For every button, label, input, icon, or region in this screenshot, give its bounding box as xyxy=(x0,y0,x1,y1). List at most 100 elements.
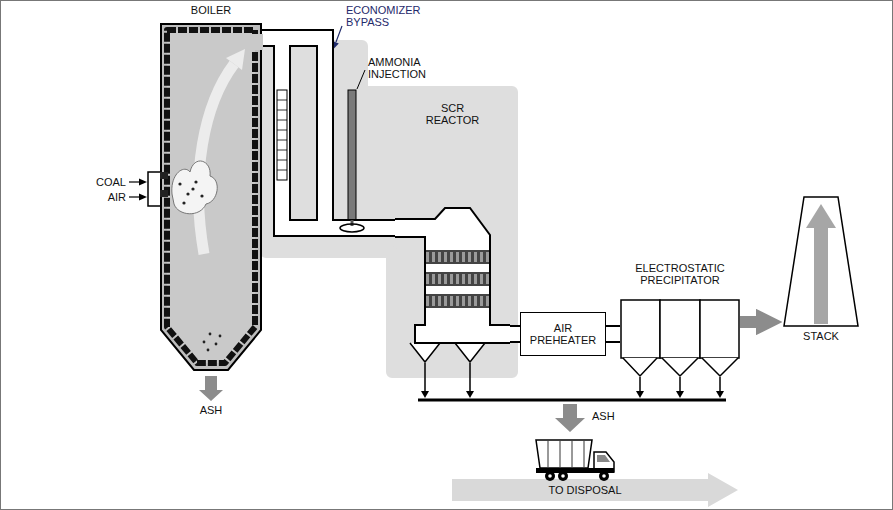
arrowhead xyxy=(333,41,339,49)
node-label: ELECTROSTATIC PRECIPITATOR xyxy=(635,262,724,286)
ash-drop xyxy=(424,363,426,392)
ash-conveyor xyxy=(418,399,726,402)
ammonia-injection-grid xyxy=(340,224,364,232)
precipitator-field xyxy=(700,300,739,358)
duct-interior xyxy=(510,327,520,341)
ash-drop xyxy=(679,377,681,392)
boiler-ash-arrow xyxy=(199,376,223,401)
ash-drop xyxy=(469,363,471,392)
precipitator-field xyxy=(621,300,660,358)
reactor-body xyxy=(395,208,510,343)
truck-wheel xyxy=(558,471,568,481)
coal-particle xyxy=(194,180,197,183)
ash-label: ASH xyxy=(592,410,615,422)
arrowhead xyxy=(421,391,429,398)
stack-shell xyxy=(784,197,858,326)
ammonia-pipe-stub xyxy=(351,220,354,226)
ash-drop-heads xyxy=(421,391,724,398)
wheel-hub xyxy=(602,474,606,478)
scr-reactor: SCR REACTOR xyxy=(395,100,510,350)
flue-gas-arrow xyxy=(806,204,836,324)
catalyst-layer xyxy=(426,294,489,308)
feed-arrow xyxy=(129,181,140,182)
flue-duct xyxy=(606,325,620,343)
node-label: SCR REACTOR xyxy=(426,102,480,126)
ammonia-pipe xyxy=(348,90,356,220)
connectors xyxy=(262,38,756,334)
reactor-wall xyxy=(395,208,510,343)
wheel-hub xyxy=(548,474,552,478)
coal-particle xyxy=(182,201,185,204)
coal-particle xyxy=(200,194,203,197)
arrowhead xyxy=(636,391,644,398)
bypass-duct-interior xyxy=(282,38,325,228)
catalyst-cells xyxy=(426,296,489,306)
flue-gas-flow xyxy=(740,322,756,323)
burner-flame xyxy=(172,161,217,214)
precipitator: ELECTROSTATIC PRECIPITATOR xyxy=(620,262,740,380)
feed-label: AIR xyxy=(108,191,126,203)
catalyst-layer xyxy=(426,250,489,264)
coal-particle xyxy=(191,187,194,190)
coal-particle xyxy=(178,182,181,185)
road-arrow xyxy=(452,473,738,507)
feed-label: COAL xyxy=(96,176,126,188)
scr-hopper xyxy=(410,343,485,362)
feed-arrow xyxy=(129,196,140,197)
coal-particle xyxy=(219,335,222,338)
flue-gas-arrow xyxy=(740,316,756,328)
stack: STACK xyxy=(782,196,860,346)
ash-drop xyxy=(639,377,641,392)
truck-bed-ribs xyxy=(548,441,584,467)
injection-label: AMMONIA INJECTION xyxy=(368,56,426,80)
duct-label: ECONOMIZER BYPASS xyxy=(346,4,421,28)
stack-shape xyxy=(782,196,860,346)
precipitator-field xyxy=(660,300,700,358)
coal-particles xyxy=(178,180,221,351)
catalyst-cells xyxy=(426,274,489,284)
catalyst-layer xyxy=(426,272,489,286)
burner xyxy=(160,190,168,197)
flue-duct xyxy=(510,334,520,335)
catalyst-cells xyxy=(426,252,489,262)
truck-bed xyxy=(536,440,592,468)
boiler-water-wall xyxy=(167,30,255,363)
node-label: AIR PREHEATER xyxy=(530,322,596,346)
arrowhead xyxy=(716,391,724,398)
wheel-hub xyxy=(561,474,565,478)
flue-duct xyxy=(510,325,520,343)
dump-truck xyxy=(536,440,614,481)
coal-particle xyxy=(215,343,218,346)
arrowhead xyxy=(466,391,474,398)
ash-label: ASH xyxy=(200,404,223,416)
scr-region xyxy=(266,46,512,372)
arrowhead xyxy=(139,179,147,186)
coal-particle xyxy=(186,192,189,195)
destination-label: TO DISPOSAL xyxy=(548,484,621,496)
leader-line xyxy=(336,26,342,42)
duct-interior xyxy=(606,327,620,341)
arrowhead xyxy=(676,391,684,398)
air-preheater: AIR PREHEATER xyxy=(520,312,606,356)
truck-window xyxy=(597,455,610,462)
burner xyxy=(160,172,168,179)
burner-windbox xyxy=(148,172,161,206)
bypass-duct-interior xyxy=(277,38,364,232)
ash-arrow xyxy=(555,404,585,432)
furnace-gas-arrow xyxy=(199,64,234,254)
boiler-casing xyxy=(161,24,261,370)
coal-particle xyxy=(203,341,206,344)
economizer xyxy=(277,90,287,180)
ash-drop xyxy=(719,377,721,392)
leader-line xyxy=(357,70,365,89)
precipitator-hopper xyxy=(623,358,738,376)
coal-particle xyxy=(209,333,212,336)
node-label: STACK xyxy=(803,330,839,342)
node-label: BOILER xyxy=(191,4,231,16)
flue-duct xyxy=(606,334,620,335)
truck-wheel xyxy=(599,471,609,481)
scr-reactor-shape xyxy=(395,100,510,350)
arrowhead xyxy=(139,194,147,201)
